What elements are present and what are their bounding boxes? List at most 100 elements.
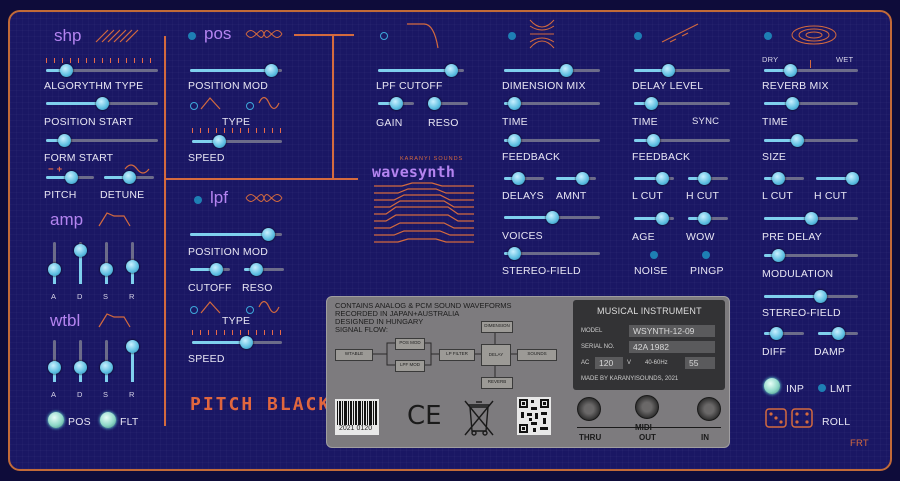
slider-knob[interactable] (546, 211, 559, 224)
slider-knob[interactable] (832, 327, 845, 340)
midi-out-port[interactable] (635, 395, 659, 419)
pos-type-led-2[interactable] (246, 102, 254, 110)
amp-s-slider[interactable] (100, 242, 113, 284)
slider-knob[interactable] (100, 361, 113, 375)
slider-knob[interactable] (772, 172, 785, 185)
lmt-led[interactable] (818, 384, 826, 392)
lpf-reso-slider[interactable] (244, 263, 284, 276)
voices-slider[interactable] (504, 211, 600, 224)
reverb-led[interactable] (764, 32, 772, 40)
slider-knob[interactable] (770, 327, 783, 340)
pingp-led[interactable] (702, 251, 710, 259)
slider-knob[interactable] (60, 64, 74, 77)
delay-time-slider[interactable] (634, 97, 730, 110)
wtbl-d-slider[interactable] (74, 340, 87, 382)
slider-knob[interactable] (264, 64, 278, 77)
slider-knob[interactable] (790, 134, 804, 147)
slider-knob[interactable] (507, 134, 521, 147)
pitch-slider[interactable] (46, 171, 94, 184)
noise-led[interactable] (650, 251, 658, 259)
slider-knob[interactable] (445, 64, 459, 77)
slider-knob[interactable] (698, 212, 711, 225)
slider-knob[interactable] (805, 212, 818, 225)
lpf-cutoff-main-slider[interactable] (378, 64, 464, 77)
slider-knob[interactable] (786, 97, 800, 110)
modulation-slider[interactable] (764, 249, 858, 262)
wtbl-r-slider[interactable] (126, 340, 139, 382)
pre-delay-slider[interactable] (764, 212, 858, 225)
slider-knob[interactable] (656, 172, 669, 185)
slider-knob[interactable] (57, 134, 71, 147)
wtbl-a-slider[interactable] (48, 340, 61, 382)
reverb-hcut-slider[interactable] (816, 172, 859, 185)
wow-slider[interactable] (688, 212, 728, 225)
slider-knob[interactable] (507, 97, 521, 110)
slider-knob[interactable] (428, 97, 441, 110)
pos-position-mod-slider[interactable] (190, 64, 282, 77)
dimension-feedback-slider[interactable] (504, 134, 600, 147)
pos-speed-slider[interactable] (192, 135, 282, 148)
delay-led[interactable] (634, 32, 642, 40)
reverb-mix-slider[interactable] (764, 97, 858, 110)
slider-knob[interactable] (262, 228, 276, 241)
slider-knob[interactable] (512, 172, 525, 185)
slider-knob[interactable] (661, 64, 675, 77)
slider-knob[interactable] (74, 244, 87, 258)
reverb-size-slider[interactable] (764, 134, 858, 147)
slider-knob[interactable] (772, 249, 786, 262)
reverb-lcut-slider[interactable] (764, 172, 804, 185)
slider-knob[interactable] (645, 97, 659, 110)
amp-r-slider[interactable] (126, 242, 139, 284)
detune-slider[interactable] (104, 171, 154, 184)
slider-knob[interactable] (560, 64, 574, 77)
gain-slider[interactable] (378, 97, 414, 110)
slider-knob[interactable] (647, 134, 661, 147)
dimension-led[interactable] (508, 32, 516, 40)
slider-knob[interactable] (250, 263, 263, 276)
amp-d-slider[interactable] (74, 242, 87, 284)
dimension-mix-slider[interactable] (504, 64, 600, 77)
delay-level-slider[interactable] (634, 64, 730, 77)
lpf-position-mod-slider[interactable] (190, 228, 282, 241)
age-slider[interactable] (634, 212, 674, 225)
delay-lcut-slider[interactable] (634, 172, 674, 185)
lpf-cutoff-slider[interactable] (190, 263, 230, 276)
slider-knob[interactable] (814, 290, 828, 303)
slider-knob[interactable] (240, 336, 253, 349)
lpf-led[interactable] (194, 196, 202, 204)
delay-feedback-slider[interactable] (634, 134, 730, 147)
slider-knob[interactable] (846, 172, 859, 185)
slider-knob[interactable] (784, 64, 798, 77)
slider-knob[interactable] (576, 172, 589, 185)
filter-reso-slider[interactable] (428, 97, 468, 110)
slider-knob[interactable] (656, 212, 669, 225)
amnt-slider[interactable] (556, 172, 596, 185)
delay-sync-label[interactable]: SYNC (692, 116, 720, 127)
lpf-speed-slider[interactable] (192, 336, 282, 349)
dice-roll-icon[interactable] (764, 406, 816, 430)
slider-knob[interactable] (213, 135, 226, 148)
slider-knob[interactable] (210, 263, 223, 276)
amp-a-slider[interactable] (48, 242, 61, 284)
dimension-time-slider[interactable] (504, 97, 600, 110)
inp-button[interactable] (764, 378, 780, 394)
dimension-stereo-field-slider[interactable] (504, 247, 600, 260)
diff-slider[interactable] (764, 327, 804, 340)
slider-knob[interactable] (64, 171, 78, 184)
slider-knob[interactable] (74, 361, 87, 375)
slider-knob[interactable] (100, 263, 113, 277)
pos-led[interactable] (188, 32, 196, 40)
slider-knob[interactable] (123, 171, 136, 184)
dry-wet-slider[interactable] (764, 64, 858, 77)
slider-knob[interactable] (48, 361, 61, 375)
midi-thru-port[interactable] (577, 397, 601, 421)
lpf-type-led-1[interactable] (190, 306, 198, 314)
slider-knob[interactable] (698, 172, 711, 185)
slider-knob[interactable] (96, 97, 109, 110)
pos-type-led-1[interactable] (190, 102, 198, 110)
algorythm-type-slider[interactable] (46, 64, 158, 77)
delay-hcut-slider[interactable] (688, 172, 728, 185)
form-start-slider[interactable] (46, 134, 158, 147)
reverb-stereo-field-slider[interactable] (764, 290, 858, 303)
damp-slider[interactable] (818, 327, 858, 340)
